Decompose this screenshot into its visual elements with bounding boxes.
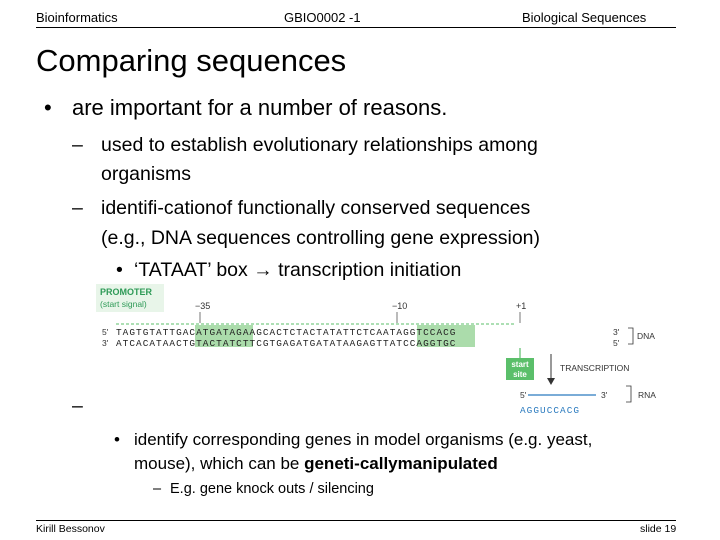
rna-bracket [626, 385, 632, 403]
manipulated-bold-text: geneti-callymanipulated [304, 454, 498, 473]
position-minus10: −10 [392, 301, 407, 311]
rna-label: RNA [638, 390, 656, 400]
promoter-figure: PROMOTER (start signal) −35 −10 +1 5' 3'… [96, 284, 656, 416]
dna-top-strand: TAGTGTATTGACATGATAGAAGCACTCTACTATATTCTCA… [116, 327, 456, 338]
bullet-conserved: identifi-cationof functionally conserved… [101, 197, 531, 219]
box-minus35-highlight [195, 325, 253, 347]
five-prime-top: 5' [102, 327, 109, 337]
start-site-label-1: start [511, 360, 529, 369]
position-minus35: −35 [195, 301, 210, 311]
bullet-knockouts: E.g. gene knock outs / silencing [170, 481, 374, 497]
bullet-evolution: used to establish evolutionary relations… [101, 134, 538, 156]
bullet-dot: • [44, 95, 52, 120]
rna-five-prime: 5' [520, 390, 527, 400]
transcription-arrow-icon [547, 378, 555, 385]
dash-marker: – [72, 134, 83, 156]
model-organisms-cont-text: mouse), which can be [134, 454, 305, 473]
dna-label: DNA [637, 331, 655, 341]
header-course: Bioinformatics [36, 10, 118, 25]
promoter-label-box [96, 284, 164, 312]
dash-marker: – [72, 197, 83, 219]
dash-marker: – [153, 481, 162, 497]
bullet-model-organisms: identify corresponding genes in model or… [134, 430, 593, 449]
dash-marker: – [72, 395, 83, 417]
three-prime-top: 3' [613, 327, 620, 337]
slide-title: Comparing sequences [36, 43, 347, 78]
position-plus1: +1 [516, 301, 526, 311]
start-site-box [506, 358, 534, 380]
promoter-label: PROMOTER [100, 287, 153, 297]
bullet-conserved-cont: (e.g., DNA sequences controlling gene ex… [101, 227, 540, 249]
rna-sequence: AGGUCCACG [520, 405, 580, 416]
bullet-evolution-cont: organisms [101, 163, 191, 185]
bullet-dot: • [114, 430, 120, 449]
rna-three-prime: 3' [601, 390, 608, 400]
start-site-label-2: site [513, 370, 527, 379]
five-prime-bottom: 5' [613, 338, 620, 348]
header-topic: Biological Sequences [522, 10, 647, 25]
header-divider [36, 27, 676, 28]
three-prime-bottom: 3' [102, 338, 109, 348]
bullet-model-organisms-cont: mouse), which can be geneti-callymanipul… [134, 454, 498, 474]
bullet-dot: • [116, 259, 123, 281]
footer-divider [36, 520, 676, 521]
header-code: GBIO0002 -1 [284, 10, 361, 25]
transcription-initiation-text: transcription initiation [278, 259, 462, 281]
footer-author: Kirill Bessonov [36, 523, 105, 535]
arrow-right-icon: → [253, 259, 273, 281]
dna-bracket [628, 327, 634, 345]
bullet-tataat: ‘TATAAT’ box → transcription initiation [134, 259, 461, 282]
transcription-label: TRANSCRIPTION [560, 363, 629, 373]
promoter-sublabel: (start signal) [100, 299, 147, 309]
box-minus10-highlight [417, 325, 475, 347]
dna-bottom-strand: ATCACATAACTGTACTATCTTCGTGAGATGATATAAGAGT… [116, 338, 456, 349]
footer-slide-number: slide 19 [640, 523, 677, 535]
bullet-main: are important for a number of reasons. [72, 95, 448, 120]
tataat-box-text: ‘TATAAT’ box [134, 259, 248, 281]
